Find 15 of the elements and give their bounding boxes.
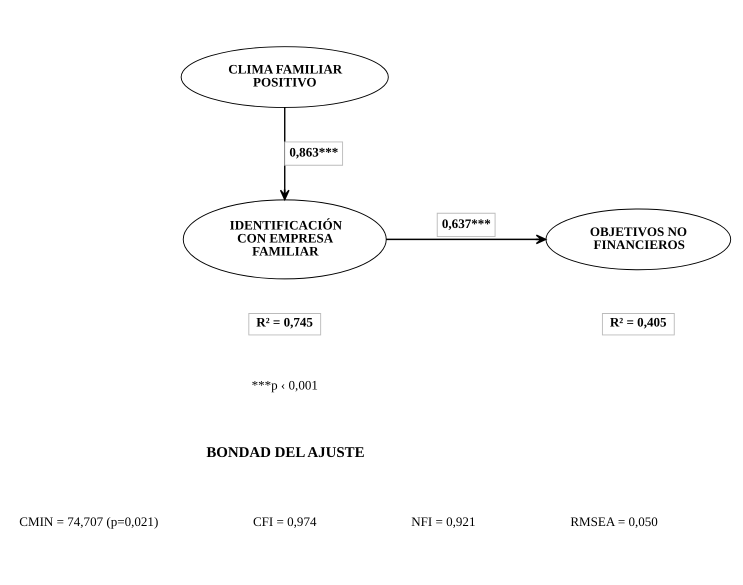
label: CMIN = 74,707 (p=0,021): [19, 513, 158, 528]
node-ellipse: CLIMA FAMILIAR POSITIVO: [180, 46, 389, 108]
arrow: [386, 234, 546, 244]
node-ellipse: OBJETIVOS NO FINANCIEROS: [546, 208, 732, 270]
label: BONDAD DEL AJUSTE: [206, 444, 365, 460]
label: ***p ‹ 0,001: [252, 377, 318, 392]
edge-label: 0,863***: [289, 144, 338, 160]
arrow: [280, 106, 290, 200]
label: NFI = 0,921: [411, 513, 476, 528]
node-label: R² = 0,745: [256, 314, 313, 330]
label: RMSEA = 0,050: [570, 513, 658, 528]
label: CFI = 0,974: [252, 513, 317, 528]
node-ellipse: IDENTIFICACIÓN CON EMPRESA FAMILIAR: [182, 198, 387, 279]
edge-label: 0,637***: [442, 215, 491, 230]
node-label: R² = 0,405: [610, 314, 667, 330]
